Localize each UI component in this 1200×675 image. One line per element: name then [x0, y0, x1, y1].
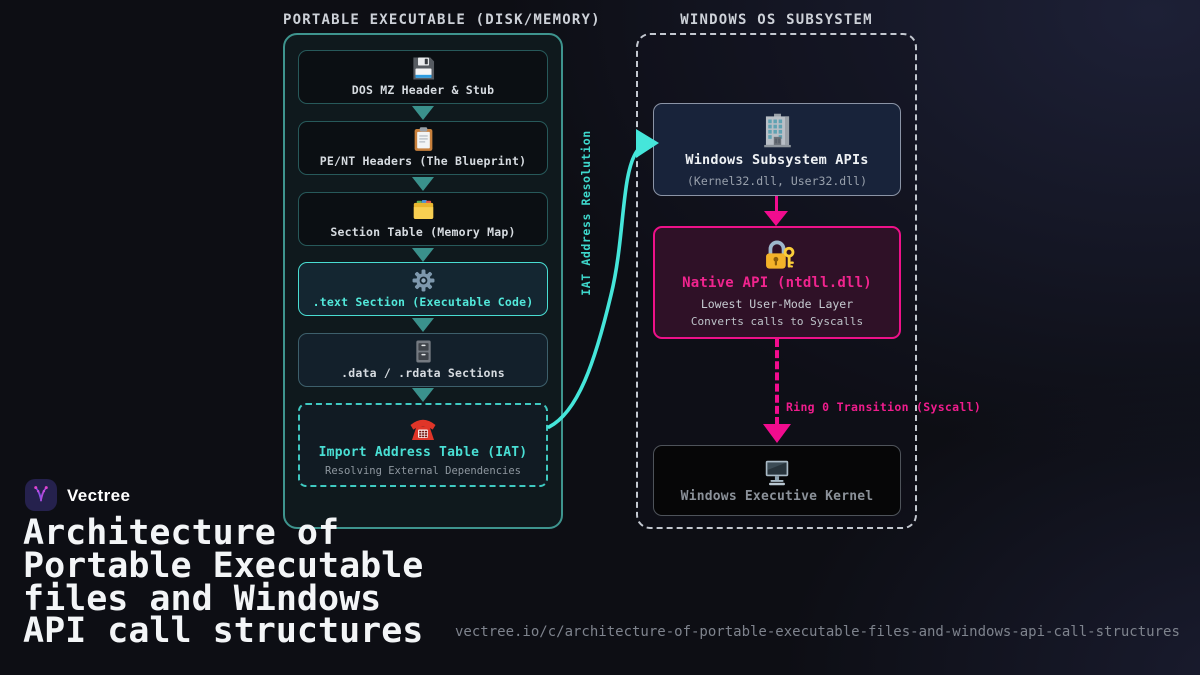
- flow-arrow-down: [412, 177, 434, 191]
- syscall-arrow-label: Ring 0 Transition (Syscall): [786, 400, 982, 414]
- file-cabinet-icon: [410, 340, 437, 365]
- windows-executive-kernel-box: Windows Executive Kernel: [653, 445, 901, 516]
- page-title-line-4: API call structures: [23, 611, 424, 652]
- api-to-native-arrow-stem: [775, 196, 778, 212]
- pe-nt-headers-label: PE/NT Headers (The Blueprint): [319, 154, 527, 168]
- native-api-box: Native API (ntdll.dll) Lowest User-Mode …: [653, 226, 901, 339]
- page-title-line-2: Portable Executable: [23, 545, 424, 586]
- syscall-arrow-dashed-line: [775, 339, 779, 425]
- office-building-icon: [759, 112, 796, 149]
- data-sections-box: .data / .rdata Sections: [298, 333, 548, 387]
- data-sections-label: .data / .rdata Sections: [341, 366, 505, 380]
- brand-name: Vectree: [67, 486, 131, 505]
- import-address-table-sublabel: Resolving External Dependencies: [325, 465, 521, 477]
- windows-subsystem-apis-box: Windows Subsystem APIs (Kernel32.dll, Us…: [653, 103, 901, 196]
- clipboard-icon: [410, 127, 437, 153]
- gear-icon: [410, 269, 437, 294]
- page-title: Architecture of Portable Executable file…: [23, 513, 424, 652]
- os-panel-header: WINDOWS OS SUBSYSTEM: [680, 12, 873, 28]
- native-api-sublabel-2: Converts calls to Syscalls: [690, 314, 864, 328]
- desktop-computer-icon: [762, 457, 792, 487]
- dos-mz-header-box: DOS MZ Header & Stub: [298, 50, 548, 104]
- dos-mz-header-label: DOS MZ Header & Stub: [351, 83, 495, 97]
- windows-subsystem-apis-sublabel: (Kernel32.dll, User32.dll): [686, 173, 867, 188]
- vectree-logo: [25, 479, 57, 511]
- text-section-box: .text Section (Executable Code): [298, 262, 548, 316]
- pe-nt-headers-box: PE/NT Headers (The Blueprint): [298, 121, 548, 175]
- text-section-label: .text Section (Executable Code): [312, 295, 534, 309]
- card-index-icon: [410, 199, 437, 224]
- native-api-sublabel-1: Lowest User-Mode Layer: [700, 296, 854, 311]
- syscall-arrow-head: [763, 424, 791, 443]
- page-title-line-1: Architecture of: [23, 513, 340, 553]
- locked-with-key-icon: [757, 238, 797, 273]
- page-url[interactable]: vectree.io/c/architecture-of-portable-ex…: [455, 624, 1180, 640]
- vectree-branch-icon: [29, 481, 53, 509]
- windows-executive-kernel-label: Windows Executive Kernel: [680, 489, 874, 504]
- section-table-box: Section Table (Memory Map): [298, 192, 548, 246]
- flow-arrow-down: [412, 248, 434, 262]
- floppy-disk-icon: [410, 57, 437, 82]
- pe-panel-header: PORTABLE EXECUTABLE (DISK/MEMORY): [283, 12, 601, 28]
- import-address-table-box: Import Address Table (IAT) Resolving Ext…: [298, 403, 548, 487]
- api-to-native-arrow-head: [764, 211, 788, 226]
- section-table-label: Section Table (Memory Map): [330, 225, 516, 239]
- native-api-label: Native API (ntdll.dll): [682, 274, 872, 291]
- flow-arrow-down: [412, 318, 434, 332]
- flow-arrow-down: [412, 106, 434, 120]
- iat-resolution-label: IAT Address Resolution: [579, 130, 593, 296]
- import-address-table-label: Import Address Table (IAT): [318, 445, 528, 460]
- flow-arrow-down: [412, 388, 434, 402]
- page-title-line-3: files and Windows: [23, 578, 382, 619]
- telephone-icon: [407, 413, 439, 443]
- windows-subsystem-apis-label: Windows Subsystem APIs: [685, 151, 869, 168]
